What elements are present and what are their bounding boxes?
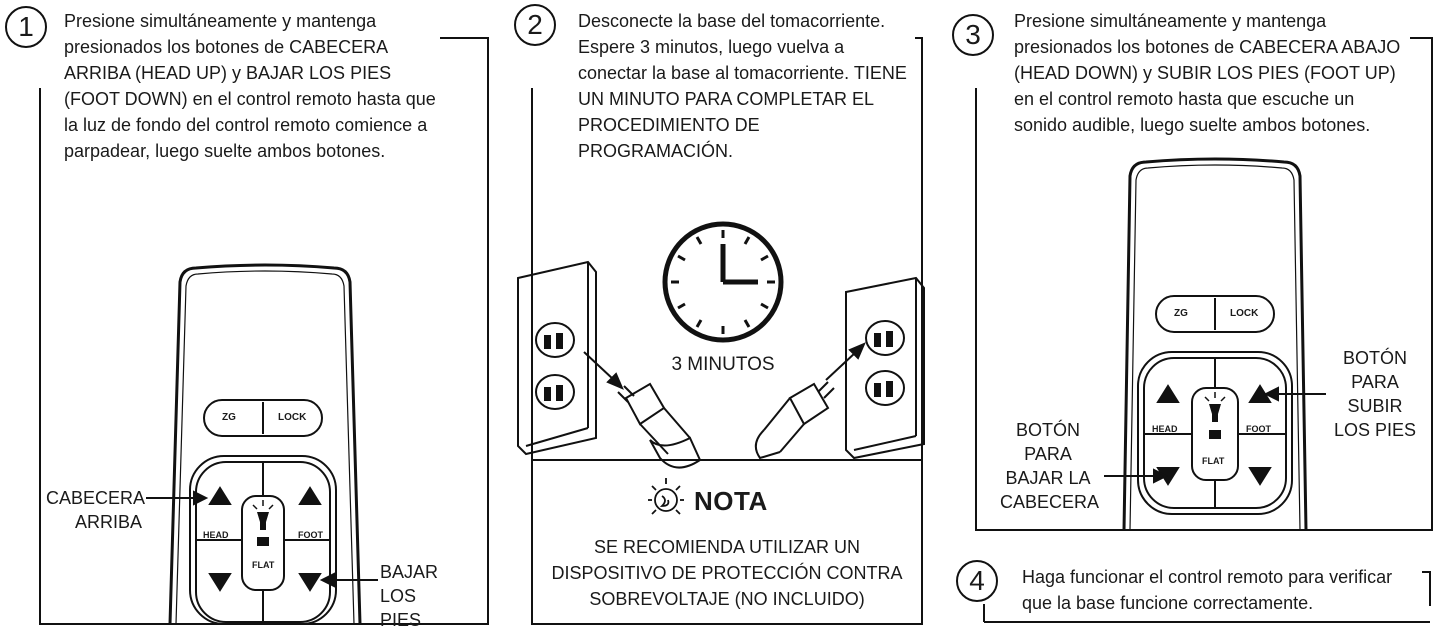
note-text: SE RECOMIENDA UTILIZAR UN DISPOSITIVO DE… [551, 537, 903, 609]
step-3-number: 3 [952, 14, 994, 56]
step-4-text: Haga funcionar el control remoto para ve… [1022, 567, 1393, 613]
timer-label: 3 MINUTOS [671, 354, 775, 375]
foot-label-3: FOOT [1246, 424, 1271, 434]
remote-3 [1122, 157, 1308, 531]
lightbulb-icon [648, 478, 684, 515]
step-2-number: 2 [514, 4, 556, 46]
wall-outlet-left [517, 260, 597, 456]
foot-label-1: FOOT [298, 530, 323, 540]
callout-foot-up: BOTÓN PARA SUBIR LOS PIES [1333, 348, 1417, 440]
lock-button-label-3: LOCK [1230, 308, 1259, 319]
panel-1-frame [39, 37, 489, 625]
panel-4-frame [983, 571, 1431, 623]
step-4-number: 4 [956, 560, 998, 602]
clock-icon [662, 221, 784, 343]
zg-button-label-3: ZG [1174, 308, 1188, 319]
callout-head-up: CABECERA ARRIBA [46, 488, 146, 532]
head-label-3: HEAD [1152, 424, 1178, 434]
step-2-text: Desconecte la base del tomacorriente. Es… [578, 11, 907, 161]
lock-button-label-1: LOCK [278, 412, 307, 423]
plug-left [583, 351, 702, 469]
flat-label-3: FLAT [1202, 456, 1225, 466]
callout-foot-down: BAJAR LOS PIES [380, 562, 439, 630]
callout-arrows-1 [146, 490, 378, 588]
panel-3-frame [975, 37, 1433, 531]
step-1-text: Presione simultáneamente y mantenga pres… [64, 11, 436, 161]
callout-arrows-3 [1104, 386, 1326, 484]
flat-label-1: FLAT [252, 560, 275, 570]
wall-outlet-right [845, 276, 925, 460]
callout-head-down: BOTÓN PARA BAJAR LA CABECERA [1000, 420, 1100, 512]
zg-button-label-1: ZG [222, 412, 236, 423]
note-title: NOTA [694, 486, 768, 516]
step-3-text: Presione simultáneamente y mantenga pres… [1014, 11, 1401, 135]
head-label-1: HEAD [203, 530, 229, 540]
panel-2-frame [531, 37, 923, 625]
plug-right [754, 342, 866, 460]
remote-1 [168, 263, 362, 625]
step-1-number: 1 [5, 6, 47, 48]
